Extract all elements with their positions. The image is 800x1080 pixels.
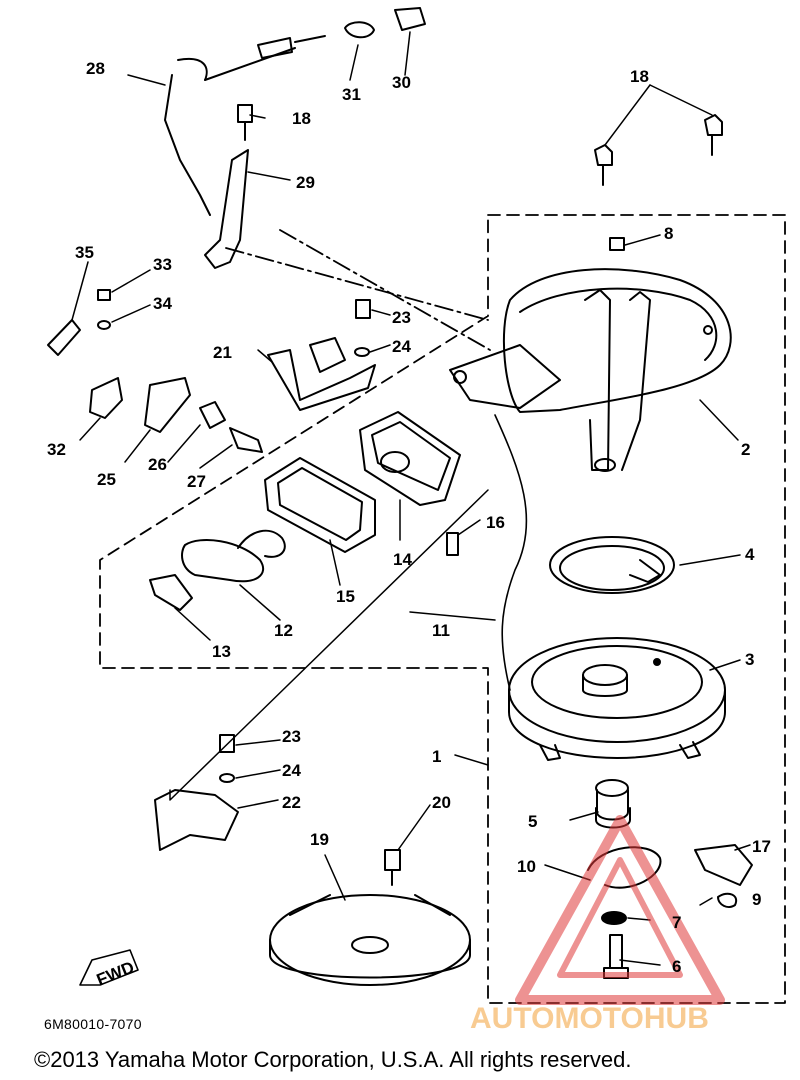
callout-4: 4: [745, 545, 755, 564]
callout-25: 25: [97, 470, 116, 489]
callout-10: 10: [517, 857, 536, 876]
callout-11: 11: [432, 621, 450, 640]
callout-23-bottom: 23: [282, 727, 301, 746]
copyright-notice: ©2013 Yamaha Motor Corporation, U.S.A. A…: [34, 1047, 632, 1072]
callout-33: 33: [153, 255, 172, 274]
callout-3: 3: [745, 650, 754, 669]
callout-34: 34: [153, 294, 172, 313]
callout-28: 28: [86, 59, 105, 78]
starter-rope: [494, 414, 528, 691]
watermark-text: AUTOMOTOHUB: [470, 1002, 709, 1035]
leader-lines: [71, 31, 751, 966]
callout-29: 29: [296, 173, 315, 192]
callout-15: 15: [336, 587, 355, 606]
callout-8: 8: [664, 224, 673, 243]
callout-35: 35: [75, 243, 94, 262]
diagram-part-number: 6M80010-7070: [44, 1016, 142, 1032]
callout-27: 27: [187, 472, 206, 491]
callout-22: 22: [282, 793, 301, 812]
callout-32: 32: [47, 440, 66, 459]
housing-seals: [264, 411, 461, 553]
fwd-label: FWD: [94, 958, 137, 990]
watermark-logo: AUTOMOTOHUB: [470, 815, 725, 1035]
callout-20: 20: [432, 793, 451, 812]
callout-12: 12: [274, 621, 293, 640]
bolts-and-washers: [219, 104, 723, 886]
starter-pulley: [508, 637, 726, 761]
callout-9: 9: [752, 890, 761, 909]
callout-13: 13: [212, 642, 231, 661]
spiral-spring: [549, 536, 675, 594]
callout-2: 2: [741, 440, 750, 459]
fwd-direction-arrow: FWD: [79, 949, 139, 990]
callout-21: 21: [213, 343, 232, 362]
callout-31: 31: [342, 85, 361, 104]
callout-19: 19: [310, 830, 329, 849]
callout-14: 14: [393, 550, 412, 569]
cable-and-linkage: [47, 7, 426, 453]
callout-5: 5: [528, 812, 537, 831]
callout-24-top: 24: [392, 337, 411, 356]
callout-6: 6: [672, 957, 681, 976]
brackets: [154, 149, 376, 851]
callout-30: 30: [392, 73, 411, 92]
callout-labels: 1 2 3 4 5 6 7 8 9 10 11 12 13 14 15 16 1…: [47, 59, 771, 976]
callout-24-bottom: 24: [282, 761, 301, 780]
callout-26: 26: [148, 455, 167, 474]
callout-17: 17: [752, 837, 771, 856]
callout-23-top: 23: [392, 308, 411, 327]
callout-18-left: 18: [292, 109, 311, 128]
assembly-boundary: [99, 214, 786, 1004]
callout-18-top: 18: [630, 67, 649, 86]
callout-7: 7: [672, 913, 681, 932]
starter-plate: [269, 894, 471, 986]
starter-housing: [449, 268, 732, 472]
callout-16: 16: [486, 513, 505, 532]
starter-handle: [149, 529, 286, 611]
callout-1: 1: [432, 747, 441, 766]
